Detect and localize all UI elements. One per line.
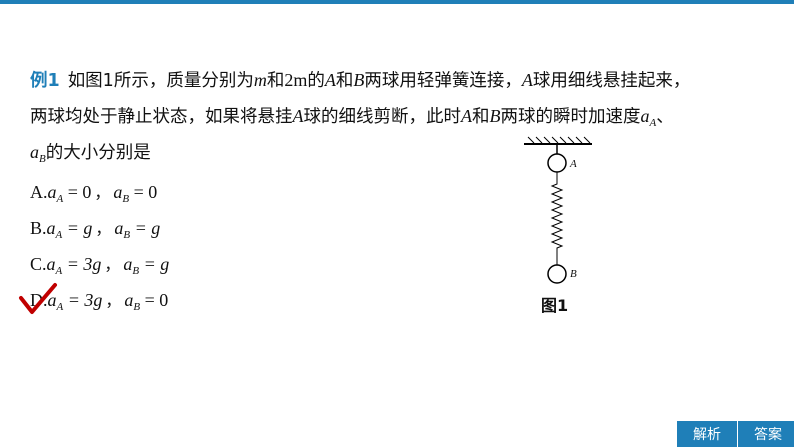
answer-button[interactable]: 答案 [738, 421, 794, 447]
option-b[interactable]: B.aA = g，aB = g [30, 218, 161, 241]
question-label: 例1 [30, 71, 60, 91]
option-d[interactable]: D.aA = 3g，aB = 0 [30, 290, 169, 313]
ball-b [547, 264, 567, 284]
analysis-button[interactable]: 解析 [677, 421, 737, 447]
spring-figure [524, 136, 592, 284]
figure-caption: 图1 [541, 296, 569, 315]
top-accent-bar [0, 0, 794, 4]
question-line-3: aB的大小分别是 [30, 142, 151, 165]
ball-a [547, 153, 567, 173]
option-a[interactable]: A.aA = 0，aB = 0 [30, 182, 158, 205]
question-line-2: 两球均处于静止状态，如果将悬挂A球的细线剪断，此时A和B两球的瞬时加速度aA、 [30, 106, 674, 129]
checkmark-icon [19, 283, 57, 314]
ball-a-label: A [570, 158, 577, 170]
spring [550, 172, 564, 265]
ceiling [524, 136, 592, 145]
ball-b-label: B [570, 268, 577, 280]
option-c[interactable]: C.aA = 3g，aB = g [30, 254, 170, 277]
